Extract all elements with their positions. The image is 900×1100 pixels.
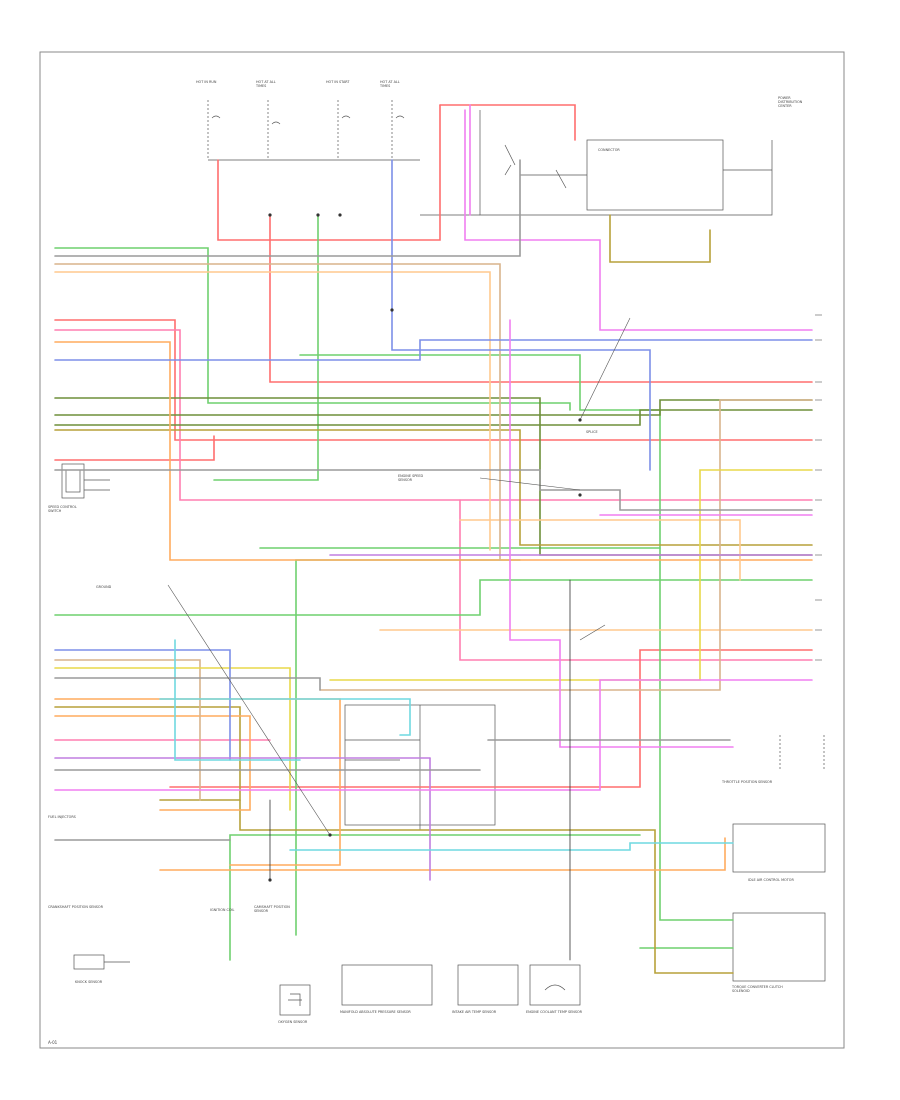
bottom-label-3: INTAKE AIR TEMP SENSOR: [452, 1010, 497, 1014]
bottom-connectors: [73, 954, 581, 1016]
bottom-label-4: ENGINE COOLANT TEMP SENSOR: [526, 1010, 583, 1014]
knock-label: KNOCK SENSOR: [75, 980, 103, 984]
injector-label: FUEL INJECTORS: [48, 815, 76, 819]
right-block-1-label: THROTTLE POSITION SENSOR: [722, 780, 773, 784]
bottom-label-1: OXYGEN SENSOR: [278, 1020, 308, 1024]
control-module: [344, 704, 496, 830]
diagram-frame: [39, 51, 845, 1049]
splice-label: SPLICE: [586, 430, 598, 434]
cam-label: CAMSHAFT POSITION SENSOR: [254, 905, 290, 913]
page-number: A-01: [48, 1040, 58, 1045]
right-block-3-label: TORQUE CONVERTER CLUTCH SOLENOID: [732, 985, 783, 993]
power-dist-label: POWER DISTRIBUTION CENTER: [778, 96, 803, 108]
right-pin-marks: [815, 314, 822, 661]
relay-box: [420, 110, 773, 216]
wires-horizontal: [54, 104, 813, 974]
crank-label: CRANKSHAFT POSITION SENSOR: [48, 905, 103, 909]
fuse-label-3: HOT IN START: [326, 80, 350, 84]
fuse-label-1: HOT IN RUN: [196, 80, 217, 84]
engine-speed-sensor: [61, 463, 110, 499]
right-block-2-label: IDLE AIR CONTROL MOTOR: [748, 878, 794, 882]
ground-label: GROUND: [96, 585, 112, 589]
fuse-label-4: HOT AT ALL TIMES: [380, 80, 400, 88]
splice-dots: [268, 213, 582, 882]
pcm-connector-label: CONNECTOR: [598, 148, 620, 152]
leader-lines: [167, 317, 631, 836]
fuse-block: [207, 100, 420, 161]
bottom-left-label: IGNITION COIL: [210, 908, 235, 912]
right-components: [732, 735, 826, 982]
left-switch-label: SPEED CONTROL SWITCH: [48, 505, 77, 513]
bottom-label-2: MANIFOLD ABSOLUTE PRESSURE SENSOR: [340, 1010, 411, 1014]
fuse-label-2: HOT AT ALL TIMES: [256, 80, 276, 88]
engine-speed-label: ENGINE SPEED SENSOR: [398, 474, 424, 482]
